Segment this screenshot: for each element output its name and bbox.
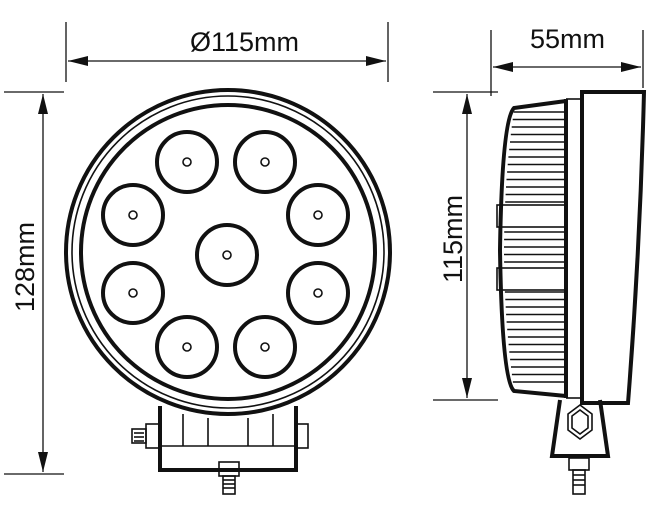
diameter-label: Ø115mm <box>190 27 299 57</box>
height-label: 128mm <box>10 222 40 312</box>
led-array <box>101 130 350 379</box>
diameter-dimension: Ø115mm <box>65 22 389 82</box>
side-height-label: 115mm <box>438 195 468 283</box>
depth-label: 55mm <box>530 24 605 54</box>
side-view: 55mm 115mm <box>433 24 647 495</box>
led-upper-left <box>101 183 165 247</box>
depth-dimension: 55mm <box>490 24 644 96</box>
housing-bezel-ring <box>71 95 385 409</box>
housing-outer-ring <box>64 88 392 416</box>
front-mounting-bracket <box>131 406 309 495</box>
led-top-right <box>233 130 297 194</box>
side-mounting-bracket <box>549 399 611 495</box>
led-upper-right <box>286 183 350 247</box>
height-dimension: 128mm <box>4 91 64 475</box>
front-view: Ø115mm 128mm <box>4 22 392 495</box>
side-height-dimension: 115mm <box>433 91 498 401</box>
led-lower-left <box>101 261 165 325</box>
heat-sink <box>496 99 567 398</box>
led-top-left <box>155 130 219 194</box>
housing-inner-ring <box>79 103 377 401</box>
led-bottom-right <box>233 315 297 379</box>
lens-housing <box>564 90 647 405</box>
led-bottom-left <box>155 315 219 379</box>
led-center <box>195 223 259 287</box>
led-lower-right <box>286 261 350 325</box>
